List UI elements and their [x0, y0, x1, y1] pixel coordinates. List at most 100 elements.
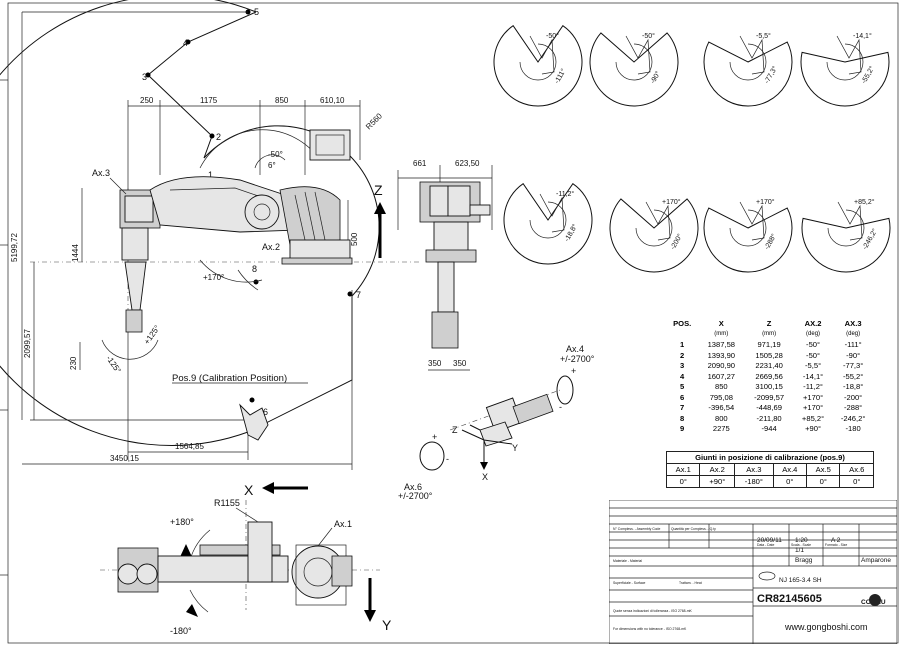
dim-610: 610,10 [320, 96, 345, 105]
joint-diagram-7: +170°-288° [703, 198, 793, 273]
title-block: N° Compless. - Assembly Code Quantità pe… [609, 500, 897, 644]
robot-side-view [119, 129, 353, 441]
table-cell: 8 [680, 413, 685, 423]
table-cell: -200° [843, 392, 863, 402]
col-pos: POS. [673, 319, 692, 328]
table-cell: 1 [680, 340, 685, 350]
table-cell: 3 [680, 361, 685, 371]
table-cell: -211,80 [756, 413, 782, 423]
table-cell: 4 [680, 371, 685, 381]
table-cell: 9 [680, 424, 685, 434]
wrist-z-label: Z [452, 425, 458, 435]
table-cell: +85,2° [801, 413, 825, 423]
joint-ax2-angle: -5,5° [756, 32, 771, 40]
unit-cell [666, 329, 698, 340]
ax6-label: Ax.6 [404, 482, 422, 492]
dim-661: 661 [413, 159, 427, 168]
joint-range-arc [589, 32, 679, 107]
table-cell: -50° [806, 340, 821, 350]
cal-header: Ax.2 [699, 463, 736, 476]
joint-ax3-angle: -111° [553, 67, 568, 85]
tb-assembly-code: N° Compless. - Assembly Code [613, 527, 660, 531]
joint-diagram-4: -14,1°-55,2° [800, 32, 890, 107]
angle-plus125: +125° [142, 324, 162, 347]
calibration-table: Giunti in posizione di calibrazione (pos… [665, 451, 874, 488]
table-cell: -11,2° [803, 382, 823, 392]
joint-diagrams: -50°-111°-50°-90°-5,5°-77,3°-14,1°-55,2°… [493, 24, 891, 273]
tb-designer: Bragg [795, 557, 813, 564]
table-cell: -111° [844, 340, 862, 350]
dim-1175: 1175 [200, 96, 218, 105]
unit-cell: (deg) [846, 331, 861, 338]
table-row: 7-396,54-448,69+170°-288° [666, 403, 874, 414]
col-ax3: AX.3 [844, 319, 862, 328]
dim-850: 850 [275, 96, 289, 105]
joint-diagram-1: -50° -111° [493, 24, 583, 107]
table-cell: -2099,57 [754, 392, 785, 402]
joint-range-arc [609, 198, 699, 273]
ax6-range: +/-2700° [398, 491, 433, 501]
ax4-plus: + [571, 366, 576, 376]
title-block-grid [609, 507, 897, 644]
table-row: 1 1387,58 971,19 -50° -111° [666, 340, 874, 351]
arm-link-sketch [539, 193, 565, 233]
z-label: Z [374, 182, 383, 198]
table-cell: -246,2° [840, 413, 866, 423]
arm-link-sketch [645, 201, 671, 241]
ax1-label: Ax.1 [334, 519, 352, 529]
table-cell: -944 [761, 424, 777, 434]
pose-label-1: 1 [208, 170, 213, 180]
ax6-minus: - [446, 454, 449, 464]
angle-arcs [101, 129, 321, 360]
arm-link-sketch [529, 35, 555, 75]
dim-350-a: 350 [428, 359, 442, 368]
cal-header: Ax.4 [772, 463, 808, 476]
table-cell: +170° [802, 403, 824, 413]
tb-watermark: www.gongboshi.com [784, 622, 868, 632]
table-cell: 800 [714, 413, 728, 423]
arm-link-sketch [739, 201, 765, 241]
joint-diagram-5: -11,2°-18,8° [503, 182, 593, 265]
table-cell: -18,8° [842, 382, 864, 392]
dim-3450: 3450,15 [110, 454, 139, 463]
side-axis-labels: Ax.3 Ax.2 [92, 168, 280, 252]
joint-ax3-angle: -90° [649, 70, 662, 85]
joint-inner-arc [635, 209, 673, 247]
tb-surface: Superficiale - Surface [613, 581, 646, 585]
calibration-label: Pos.9 (Calibration Position) [172, 373, 287, 384]
joint-diagram-6: +170°-200° [609, 198, 699, 273]
ax6-plus: + [432, 432, 437, 442]
ax2-label: Ax.2 [262, 242, 280, 252]
joint-ax2-angle: -11,2° [556, 190, 574, 198]
table-cell: -448,69 [756, 403, 782, 413]
joint-range-arc [703, 207, 793, 273]
arm-link-sketch [837, 201, 863, 241]
tb-material: Materiale - Material [613, 559, 642, 563]
table-cell: 1387,58 [707, 340, 736, 350]
joint-inner-arc [729, 43, 767, 81]
joint-inner-arc [827, 209, 865, 247]
joint-ax2-angle: -50° [546, 32, 559, 40]
arm-link-sketch [625, 35, 651, 75]
front-dimension-values: 661 623,50 350 350 [413, 159, 480, 368]
cal-value: 0° [772, 475, 808, 488]
unit-cell: (mm) [762, 331, 777, 338]
col-ax2: AX.2 [804, 319, 822, 328]
cal-header: Ax.5 [806, 463, 841, 476]
joint-ax2-angle: -50° [642, 32, 655, 40]
table-cell: 850 [714, 382, 728, 392]
table-cell: 971,19 [757, 340, 781, 350]
tb-date: 20/09/11 [757, 537, 782, 544]
table-cell: -90° [846, 350, 861, 360]
tb-scale-label: Scala - Scale [791, 543, 811, 547]
unit-cell: (deg) [806, 331, 821, 338]
joint-ax2-angle: -14,1° [853, 32, 872, 40]
table-cell: 6 [680, 392, 685, 402]
title-block-small-text: N° Compless. - Assembly Code Quantità pe… [613, 527, 847, 631]
col-x: X [718, 319, 724, 328]
tb-heat: Trattam. - Heat [679, 581, 702, 585]
angle-minus125: -125° [104, 354, 122, 375]
tb-drawing-code: CR82145605 [757, 593, 822, 605]
